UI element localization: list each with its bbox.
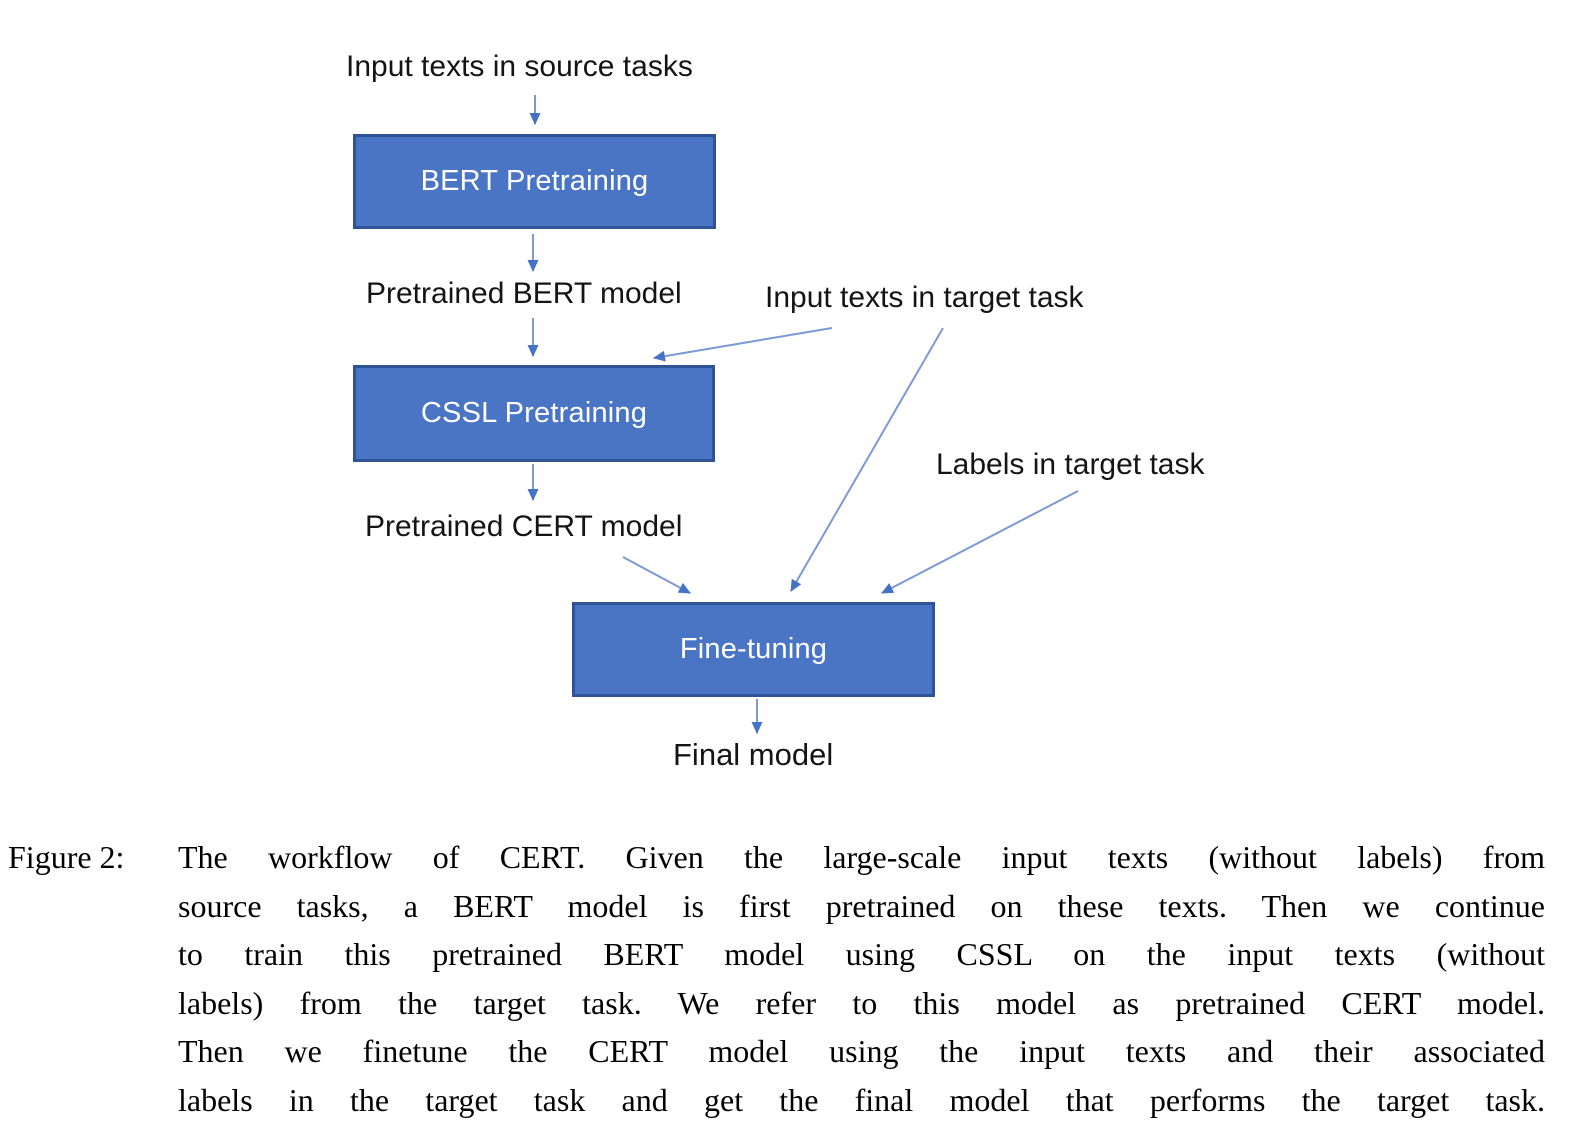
label-final-model: Final model bbox=[673, 737, 834, 772]
label-pretrained-bert-model: Pretrained BERT model bbox=[366, 277, 682, 310]
label-pretrained-cert-model: Pretrained CERT model bbox=[365, 510, 683, 543]
arrow-input-target-to-cssl-icon bbox=[653, 327, 833, 362]
caption-line: labels in the target task and get the fi… bbox=[178, 1081, 1545, 1118]
cert-workflow-diagram: Input texts in source tasks BERT Pretrai… bbox=[346, 50, 1205, 772]
diagram-arrow-layer bbox=[527, 95, 1079, 734]
caption-line: labels) from the target task. We refer t… bbox=[178, 984, 1545, 1021]
fine-tuning-box-label: Fine-tuning bbox=[679, 633, 828, 665]
caption-line: Then we finetune the CERT model using th… bbox=[178, 1033, 1545, 1069]
figure-caption-text: The workflow of CERT. Given the large-sc… bbox=[178, 833, 1545, 1124]
cssl-pretraining-box: CSSL Pretraining bbox=[353, 365, 715, 462]
arrow-pretrained-cert-to-finetune-icon bbox=[622, 556, 691, 594]
arrow-input-target-to-finetune-icon bbox=[790, 327, 944, 592]
figure-caption: Figure 2: The workflow of CERT. Given th… bbox=[8, 833, 1545, 1124]
label-input-texts-source-tasks: Input texts in source tasks bbox=[346, 50, 693, 83]
bert-pretraining-box-label: BERT Pretraining bbox=[420, 165, 649, 197]
caption-line: source tasks, a BERT model is first pret… bbox=[178, 887, 1545, 924]
label-labels-in-target-task: Labels in target task bbox=[936, 448, 1205, 481]
cssl-pretraining-box-label: CSSL Pretraining bbox=[420, 397, 648, 429]
label-input-texts-target-task: Input texts in target task bbox=[765, 281, 1084, 314]
arrow-labels-target-to-finetune-icon bbox=[881, 490, 1079, 594]
caption-line: to train this pretrained BERT model usin… bbox=[178, 936, 1545, 972]
bert-pretraining-box: BERT Pretraining bbox=[353, 134, 716, 229]
caption-line: The workflow of CERT. Given the large-sc… bbox=[178, 839, 1545, 875]
figure-caption-number: Figure 2: bbox=[8, 839, 125, 875]
fine-tuning-box: Fine-tuning bbox=[572, 602, 935, 697]
